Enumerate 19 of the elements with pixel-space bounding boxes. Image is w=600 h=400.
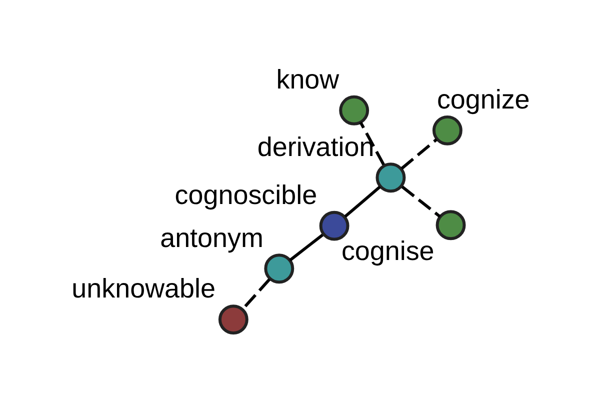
- node-circle: [319, 210, 350, 241]
- node-label: derivation: [257, 132, 374, 162]
- node-label: cognise: [341, 236, 434, 266]
- connector: [359, 122, 385, 166]
- node-label: cognoscible: [174, 180, 318, 210]
- node-circle: [218, 304, 248, 335]
- node-label: antonym: [160, 222, 264, 253]
- node-circle: [376, 162, 406, 193]
- node-label: know: [276, 64, 340, 95]
- connector: [401, 186, 441, 218]
- node-label: unknowable: [72, 274, 216, 304]
- node-label: cognize: [436, 84, 530, 115]
- connector: [400, 138, 438, 170]
- node-circle: [264, 254, 294, 284]
- connector: [344, 186, 381, 218]
- node-circle: [436, 210, 466, 240]
- node-circle: [339, 95, 370, 126]
- node-circle: [432, 115, 462, 146]
- connector: [289, 234, 324, 262]
